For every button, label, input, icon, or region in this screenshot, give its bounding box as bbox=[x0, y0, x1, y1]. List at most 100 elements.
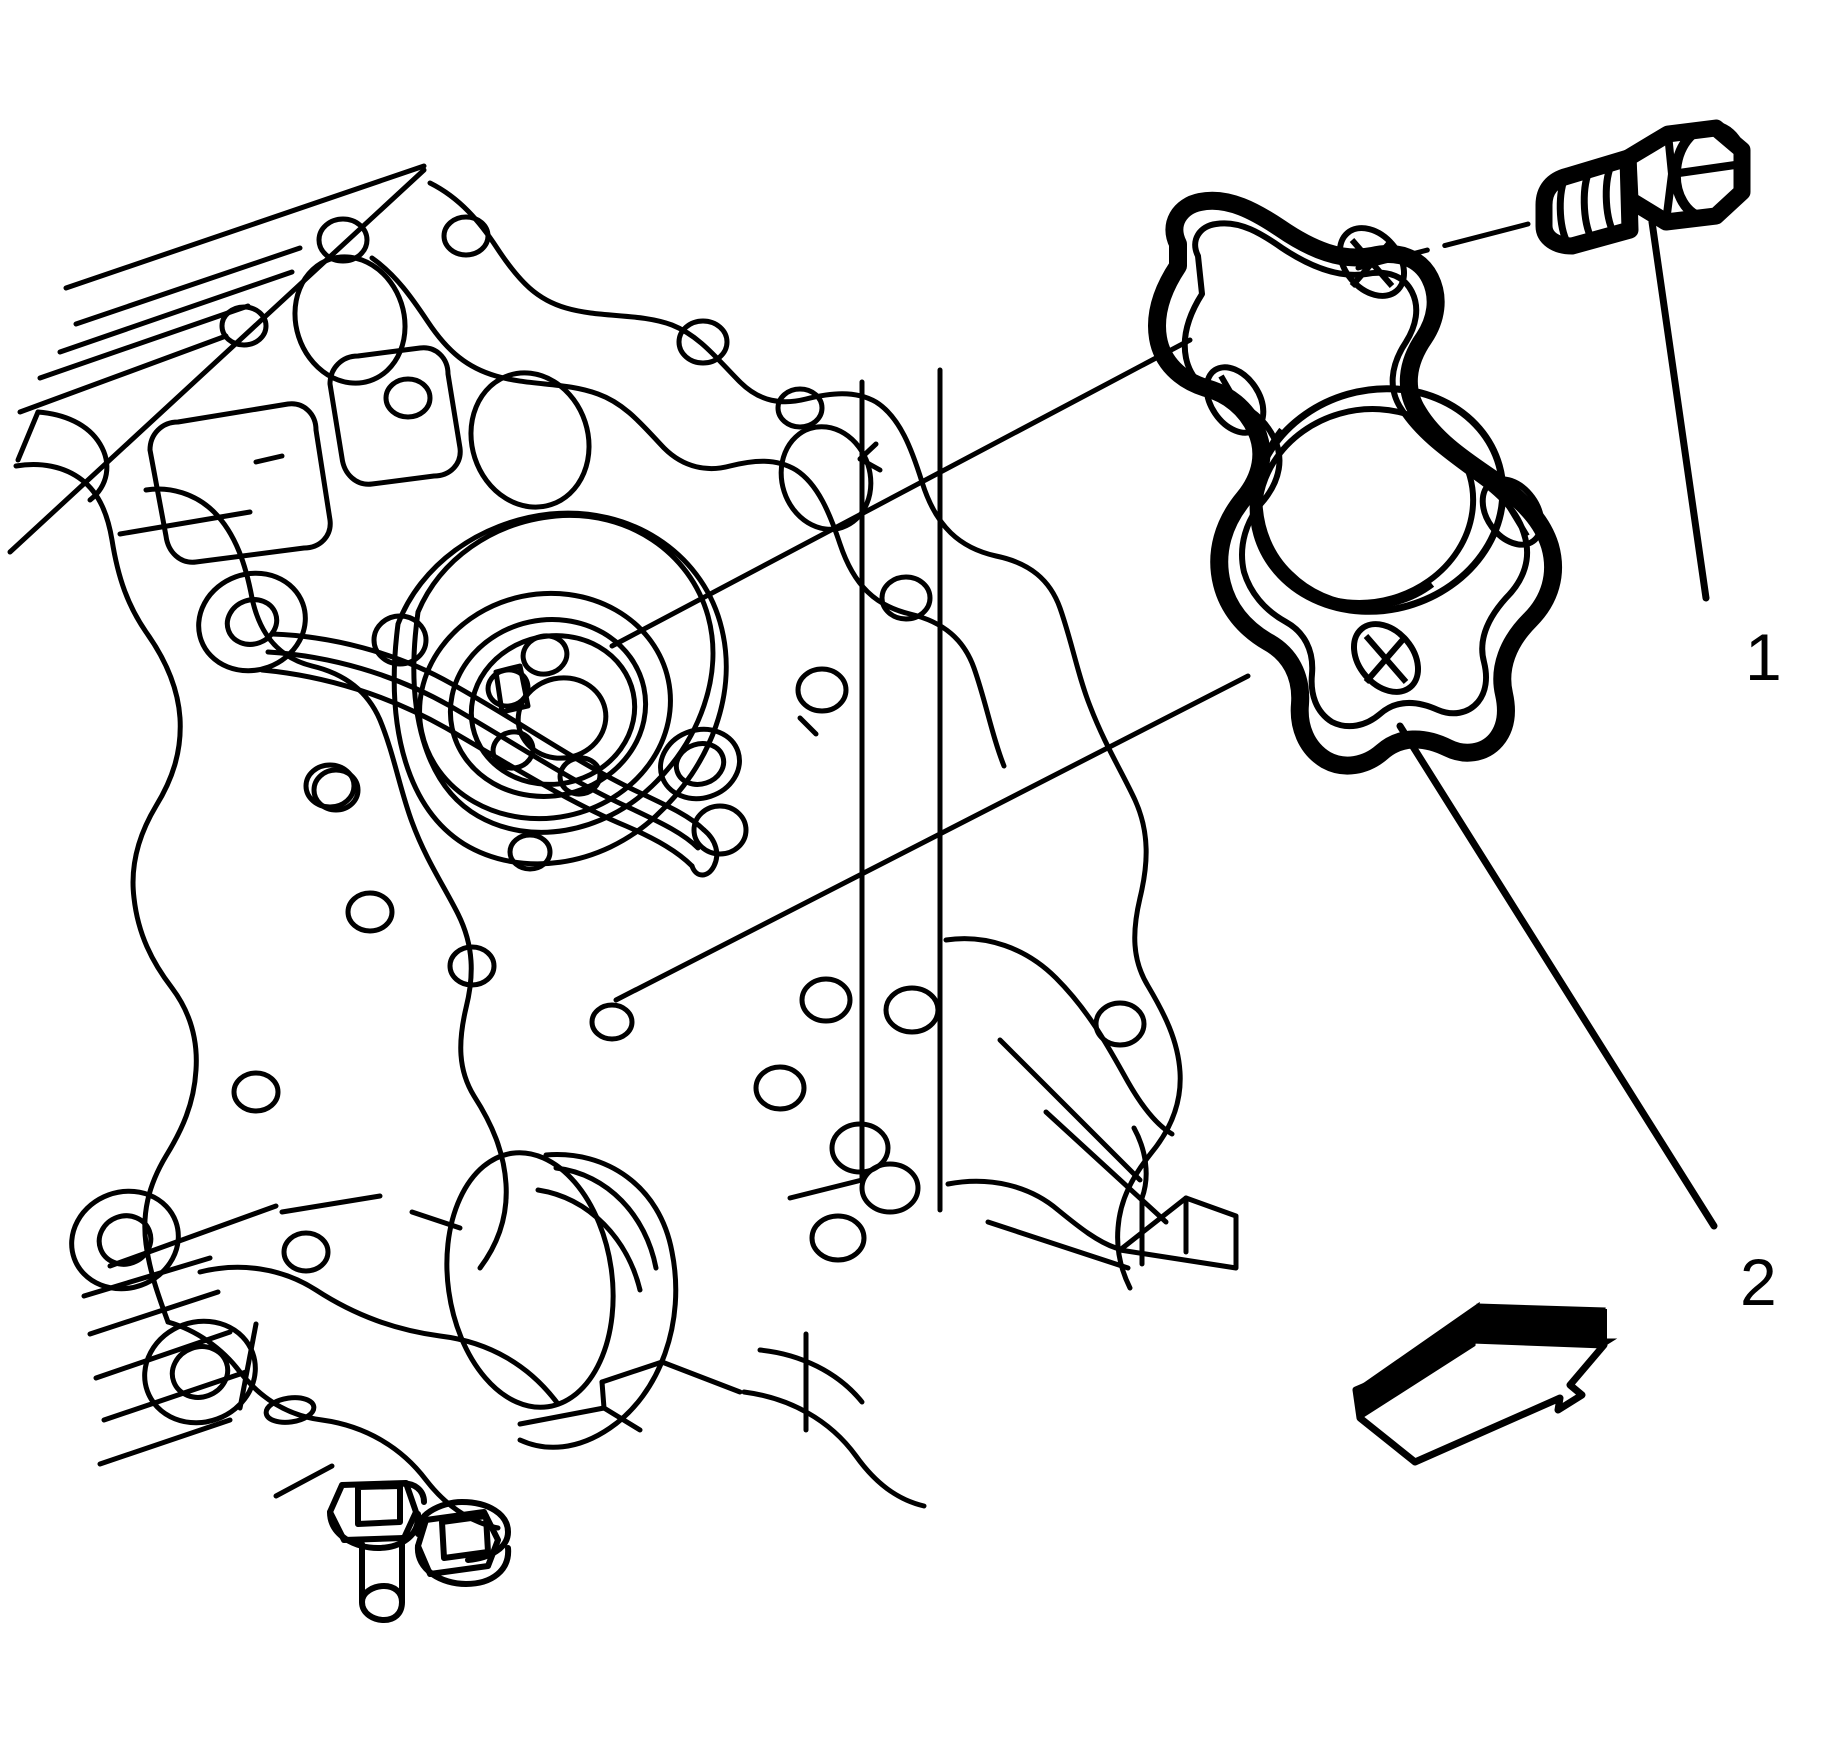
crank-snout-front-face bbox=[444, 1150, 616, 1410]
loose-bolt-right bbox=[414, 1499, 512, 1587]
belt-guide-end-loop bbox=[689, 827, 720, 878]
block-hole-g bbox=[589, 1002, 635, 1042]
block-lower-rib-6 bbox=[107, 1203, 279, 1269]
bolt-thread-2 bbox=[1580, 166, 1596, 244]
leader-align-lower bbox=[613, 673, 1251, 1003]
block-lower-right-flange bbox=[741, 1389, 927, 1509]
bolt-thread-3 bbox=[1602, 160, 1618, 238]
block-hole-x bbox=[303, 762, 357, 810]
engine-block-inner-contour bbox=[369, 255, 1007, 769]
crank-snout-notch bbox=[599, 1359, 743, 1395]
block-corner-fin bbox=[35, 409, 110, 503]
block-right-boss bbox=[1117, 1195, 1239, 1271]
block-rib-tick bbox=[253, 453, 285, 465]
block-lower-rib-5 bbox=[97, 1417, 233, 1467]
engine-block-group bbox=[7, 163, 1239, 1531]
bolt-hex-face-2 bbox=[1668, 160, 1746, 178]
block-lower-boss-1-outer bbox=[69, 1188, 181, 1292]
crank-snout-rim-1 bbox=[553, 1165, 659, 1271]
plate-center-bore-wall bbox=[1255, 427, 1435, 609]
block-hole-w bbox=[231, 1070, 281, 1114]
plate-bolt-hole-bottom bbox=[1350, 621, 1422, 695]
bolt-b-shank-end bbox=[359, 1583, 405, 1605]
belt-guide-mid bbox=[265, 649, 701, 851]
crank-snout-body bbox=[517, 1152, 679, 1450]
plate-bolt-hole-top bbox=[1336, 225, 1408, 299]
engine-block-left-edge bbox=[13, 462, 199, 1325]
block-lower-rib-3 bbox=[93, 1329, 233, 1381]
leader-callout-2 bbox=[1396, 722, 1718, 1230]
leader-callout-1 bbox=[1648, 218, 1710, 602]
callout-number-1: 1 bbox=[1745, 620, 1782, 694]
block-right-rib-2 bbox=[1043, 1109, 1169, 1225]
crank-hub-bolt-4 bbox=[557, 755, 603, 797]
block-web-cap bbox=[787, 1177, 865, 1201]
crank-hub-mid-ring bbox=[447, 617, 649, 799]
callout-number-2: 2 bbox=[1740, 1245, 1777, 1319]
crank-hub-key-slot bbox=[493, 663, 531, 715]
bolt-shank bbox=[1535, 149, 1639, 255]
block-hole-j bbox=[219, 304, 269, 348]
bolt-b-hex-top bbox=[355, 1483, 403, 1527]
block-lower-rib-4 bbox=[101, 1369, 249, 1423]
block-hole-h bbox=[316, 216, 370, 264]
block-rib-5 bbox=[17, 333, 229, 415]
direction-arrow-group bbox=[1352, 1301, 1618, 1466]
block-lower-rib-10 bbox=[273, 1463, 335, 1499]
block-lower-boss-1-hole bbox=[96, 1213, 154, 1267]
plate-bolt-hole-bottom-slot2 bbox=[1363, 634, 1409, 684]
block-rib-3 bbox=[57, 269, 295, 355]
leader-align-upper bbox=[609, 337, 1193, 649]
block-top-angle-face bbox=[7, 167, 427, 555]
belt-guide-inner bbox=[259, 667, 695, 869]
crank-hub-bolt-3 bbox=[490, 729, 536, 771]
loose-bolts-group bbox=[327, 1480, 512, 1623]
bolt-c-flange-top bbox=[414, 1499, 511, 1563]
block-hole-c bbox=[691, 803, 749, 857]
block-lower-contour-2 bbox=[197, 1264, 561, 1407]
block-rib-2 bbox=[73, 245, 303, 327]
block-lower-boss-2-hole bbox=[169, 1344, 231, 1400]
flange-bolt-group bbox=[1535, 119, 1751, 255]
block-hole-l bbox=[676, 318, 730, 366]
direction-arrow-body-outline bbox=[1352, 1336, 1608, 1466]
block-lower-small-hole bbox=[263, 1395, 317, 1425]
oil-pump-cover-plate-group bbox=[1148, 191, 1562, 775]
plate-bolt-hole-right-slot bbox=[1495, 486, 1530, 538]
bolt-head-cap bbox=[1670, 121, 1750, 223]
plate-bolt-hole-left bbox=[1203, 364, 1267, 436]
bolt-thread-1 bbox=[1556, 172, 1572, 248]
block-right-flange bbox=[943, 936, 1175, 1137]
block-rib-4 bbox=[37, 303, 251, 381]
plate-center-bore-outer bbox=[1249, 385, 1507, 615]
block-lower-rib-1 bbox=[81, 1255, 213, 1299]
block-gasket-edge-right bbox=[1131, 1125, 1149, 1267]
block-right-flange-lower bbox=[945, 1178, 1119, 1251]
block-lower-boss-2-outer bbox=[142, 1318, 258, 1426]
block-hole-d bbox=[507, 832, 553, 872]
plate-bolt-hole-left-slot bbox=[1218, 374, 1253, 428]
block-lower-rib-7 bbox=[279, 1193, 383, 1215]
belt-guide-right-boss-hole bbox=[673, 741, 727, 787]
block-hole-n bbox=[795, 666, 849, 714]
crank-hub-bolt-1 bbox=[520, 633, 570, 677]
block-large-bore-upper bbox=[292, 254, 408, 386]
align-tick-lower bbox=[797, 715, 819, 737]
block-hole-k bbox=[383, 376, 433, 420]
block-rib-1 bbox=[63, 163, 427, 291]
block-hole-t bbox=[859, 1161, 921, 1215]
block-right-rib-1 bbox=[997, 1037, 1143, 1183]
leader-lines bbox=[609, 218, 1718, 1230]
block-hole-u bbox=[809, 1213, 867, 1263]
align-tick-upper-2 bbox=[859, 457, 883, 473]
block-hole-o bbox=[879, 574, 933, 622]
crank-hub-flange bbox=[411, 512, 716, 835]
block-hole-f bbox=[345, 890, 395, 934]
block-hole-i bbox=[441, 214, 491, 258]
crank-hub-flange-2 bbox=[391, 510, 729, 867]
block-lower-rib-9 bbox=[237, 1321, 259, 1411]
crank-snout-rim-2 bbox=[535, 1187, 643, 1293]
loose-bolt-left bbox=[327, 1480, 427, 1623]
